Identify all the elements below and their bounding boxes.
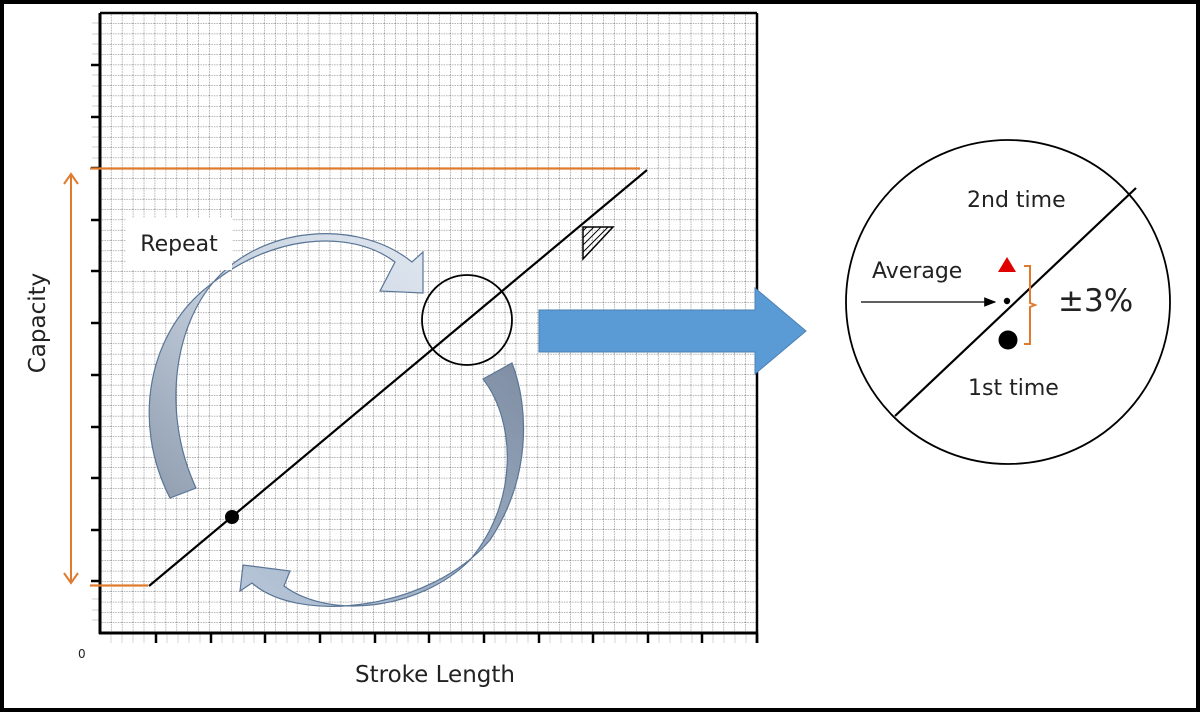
repeat-label-text: Repeat [140, 231, 218, 257]
origin-label: 0 [78, 647, 86, 661]
second-time-triangle-icon [998, 257, 1016, 272]
first-time-label: 1st time [968, 376, 1059, 401]
capacity-range-double-arrow [63, 172, 79, 585]
repeat-label: Repeat [126, 218, 232, 270]
average-label: Average [872, 259, 963, 284]
x-axis-label: Stroke Length [355, 662, 515, 688]
second-time-label: 2nd time [967, 188, 1066, 213]
repeat-arrow-top-icon [148, 233, 424, 499]
first-point-dot-icon [225, 510, 239, 524]
repeat-arrow-bottom-icon [239, 362, 525, 607]
x-axis-major-ticks [154, 633, 759, 643]
magnify-arrow-icon [538, 286, 807, 376]
zoom-calibration-line [894, 187, 1137, 417]
slope-marker-icon [582, 226, 615, 261]
average-dot-icon [1003, 297, 1011, 305]
first-time-dot-icon [998, 330, 1018, 350]
x-axis [99, 631, 759, 643]
tolerance-label: ±3% [1058, 283, 1134, 319]
tolerance-bracket [1024, 265, 1038, 345]
magnify-focus-circle [421, 274, 513, 366]
capacity-range-guides [63, 167, 640, 587]
zoom-view [845, 139, 1171, 465]
y-axis-label: Capacity [25, 272, 51, 374]
